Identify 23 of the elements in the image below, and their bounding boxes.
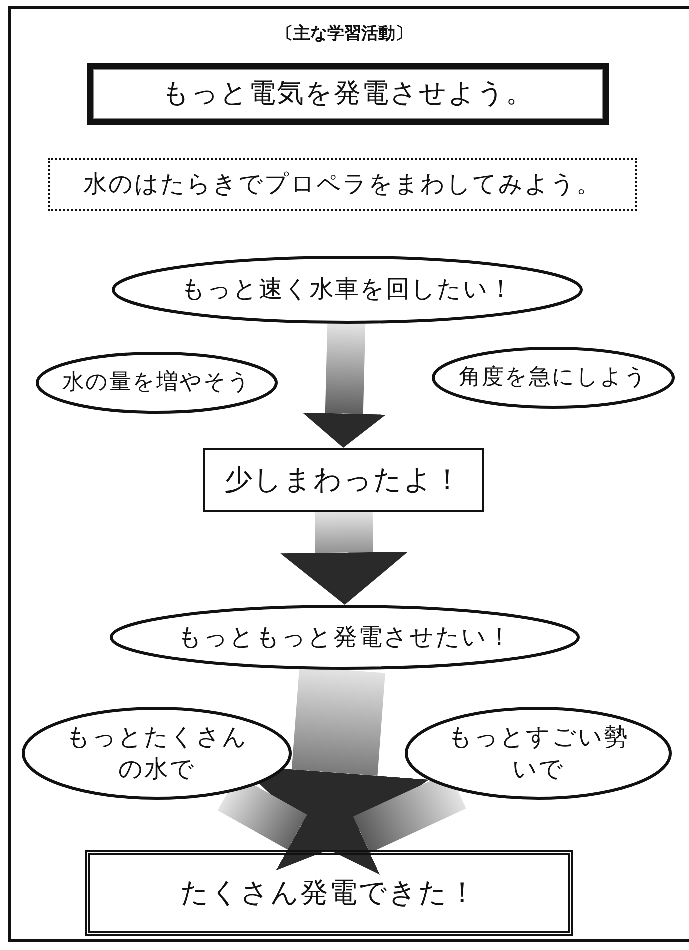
oval-bubble [36,352,278,414]
node-text: もっとすごい勢いで [447,722,630,784]
node-text: もっと電気を発電させよう。 [162,77,534,112]
block-arrow [280,512,408,606]
node-text: 少しまわったよ！ [224,462,462,498]
oval-bubble [432,347,675,409]
oval-bubble [22,707,292,800]
node-text: もっと速く水車を回したい！ [181,274,514,306]
task-box [48,158,637,211]
node-text: 水のはたらきでプロペラをまわしてみよう。 [84,168,602,200]
node-text: もっともっと発電させたい！ [178,622,512,653]
oval-bubble [405,707,672,800]
result-box [203,448,484,512]
result-box [85,850,573,936]
node-text: 水の量を増やそう [62,368,252,397]
heading-box [87,63,609,125]
node-text: 角度を急にしよう [459,364,648,392]
oval-bubble [112,256,583,324]
node-text: もっとたくさんの水で [65,722,249,784]
title: 〔主な学習活動〕 [276,23,414,45]
node-text: たくさん発電できた！ [180,874,478,911]
oval-bubble [110,605,580,670]
block-arrow [302,324,386,448]
